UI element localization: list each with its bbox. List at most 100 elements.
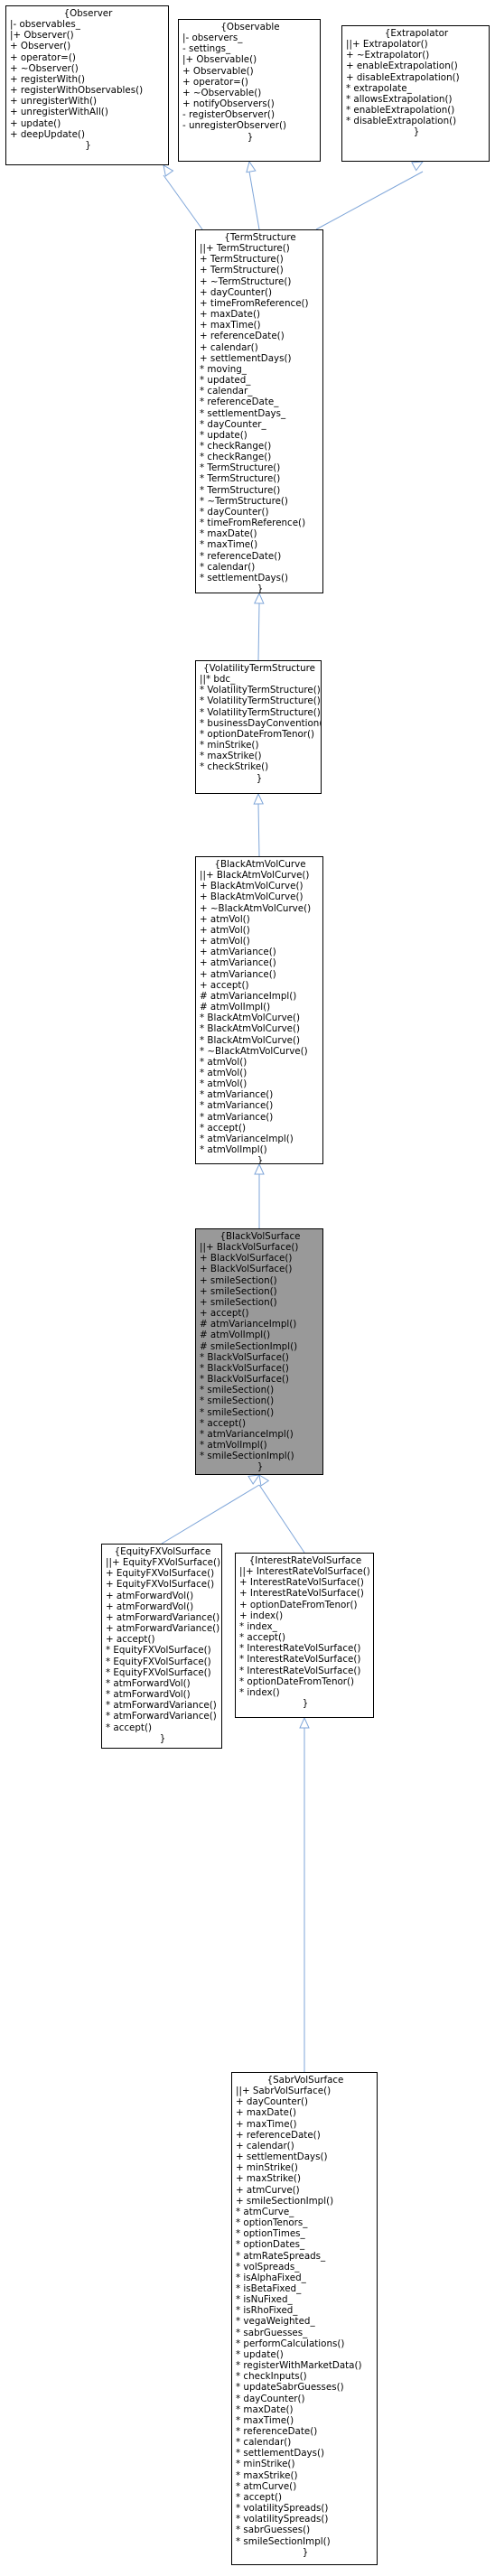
class-member: * BlackVolSurface() bbox=[200, 1374, 289, 1386]
class-member: + registerWith() bbox=[10, 73, 86, 85]
class-member: + atmVol() bbox=[200, 913, 250, 925]
class-member: + notifyObservers() bbox=[182, 98, 275, 110]
class-member: + ~Extrapolator() bbox=[346, 50, 430, 61]
class-member: + maxTime() bbox=[200, 320, 261, 331]
inheritance-arrowhead bbox=[254, 592, 265, 604]
class-node-observable[interactable]: {Observable|- observers_- settings_|+ Ob… bbox=[178, 19, 321, 162]
class-member: + update() bbox=[10, 117, 61, 129]
class-member: + index() bbox=[239, 1610, 284, 1621]
class-member: + enableExtrapolation() bbox=[346, 61, 458, 72]
inheritance-edge bbox=[315, 171, 424, 230]
class-member: + atmVol() bbox=[200, 936, 250, 947]
class-node-volatilitytermstructure[interactable]: {VolatilityTermStructure||* bdc_* Volati… bbox=[195, 660, 322, 794]
class-member: * maxDate() bbox=[200, 528, 257, 540]
class-member: * calendar_ bbox=[200, 386, 253, 397]
class-member: * settlementDays_ bbox=[200, 407, 286, 419]
class-member: * checkRange() bbox=[200, 440, 272, 452]
class-member: + atmForwardVariance() bbox=[106, 1623, 220, 1635]
class-member: * atmVol() bbox=[200, 1067, 248, 1078]
class-node-observer[interactable]: {Observer|- observables_|+ Observer()+ O… bbox=[5, 5, 169, 165]
class-node-sabrvolsurface[interactable]: {SabrVolSurface||+ SabrVolSurface()+ day… bbox=[231, 2072, 378, 2565]
class-node-interestratevolsurface[interactable]: {InterestRateVolSurface||+ InterestRateV… bbox=[235, 1553, 374, 1718]
class-member: * TermStructure() bbox=[200, 473, 281, 485]
class-closing-brace: } bbox=[302, 1698, 309, 1710]
class-member: + operator=() bbox=[10, 51, 76, 63]
inheritance-arrowhead bbox=[246, 160, 257, 173]
class-member: + deepUpdate() bbox=[10, 128, 85, 140]
class-member: - settings_ bbox=[182, 43, 231, 55]
class-member: * BlackAtmVolCurve() bbox=[200, 1013, 301, 1024]
class-member: ||+ BlackVolSurface() bbox=[200, 1242, 299, 1254]
class-member: * referenceDate() bbox=[236, 2426, 318, 2437]
class-member: * registerWithMarketData() bbox=[236, 2360, 362, 2372]
class-title: {TermStructure bbox=[224, 232, 296, 243]
class-member: * optionDates_ bbox=[236, 2239, 305, 2251]
class-member: + InterestRateVolSurface() bbox=[239, 1588, 364, 1600]
class-member: + registerWithObservables() bbox=[10, 85, 144, 97]
class-member: + dayCounter() bbox=[236, 2096, 309, 2108]
class-member: * optionTimes_ bbox=[236, 2228, 305, 2240]
class-member: * InterestRateVolSurface() bbox=[239, 1654, 361, 1666]
class-node-extrapolator[interactable]: {Extrapolator||+ Extrapolator()+ ~Extrap… bbox=[341, 25, 490, 162]
class-member: * extrapolate_ bbox=[346, 82, 412, 94]
class-member: + settlementDays() bbox=[236, 2151, 328, 2163]
class-member: # atmVolImpl() bbox=[200, 1002, 271, 1013]
inheritance-arrowhead bbox=[248, 1474, 261, 1485]
class-member: + atmVariance() bbox=[200, 947, 276, 958]
class-member: |- observables_ bbox=[10, 19, 80, 31]
inheritance-arrowhead bbox=[254, 1162, 265, 1175]
class-member: * referenceDate() bbox=[200, 550, 282, 562]
class-member: + Observable() bbox=[182, 65, 254, 77]
class-member: * update() bbox=[236, 2348, 284, 2360]
inheritance-arrowhead bbox=[163, 164, 174, 177]
class-member: + referenceDate() bbox=[236, 2129, 321, 2141]
class-member: * atmForwardVol() bbox=[106, 1689, 191, 1701]
class-closing-brace: } bbox=[257, 1461, 264, 1473]
class-member: * volatilitySpreads() bbox=[236, 2514, 329, 2525]
class-member: * dayCounter_ bbox=[200, 418, 266, 430]
class-node-termstructure[interactable]: {TermStructure||+ TermStructure()+ TermS… bbox=[195, 229, 323, 593]
class-member: # smileSectionImpl() bbox=[200, 1340, 298, 1352]
class-member: * EquityFXVolSurface() bbox=[106, 1666, 211, 1678]
class-member: * EquityFXVolSurface() bbox=[106, 1656, 211, 1667]
inheritance-arrowhead bbox=[299, 1716, 310, 1729]
class-member: * BlackAtmVolCurve() bbox=[200, 1023, 301, 1035]
class-member: * minStrike() bbox=[236, 2459, 295, 2470]
class-node-blackvolsurface[interactable]: {BlackVolSurface||+ BlackVolSurface()+ B… bbox=[195, 1228, 323, 1475]
class-title: {Observable bbox=[220, 22, 280, 33]
class-node-equityfxvolsurface[interactable]: {EquityFXVolSurface||+ EquityFXVolSurfac… bbox=[101, 1544, 222, 1749]
class-member: + ~Observable() bbox=[182, 87, 262, 98]
class-closing-brace: } bbox=[247, 131, 254, 143]
class-member: * atmCurve() bbox=[236, 2480, 297, 2492]
class-node-blackatmvolcurve[interactable]: {BlackAtmVolCurve||+ BlackAtmVolCurve()+… bbox=[195, 856, 323, 1164]
class-member: * index() bbox=[239, 1686, 280, 1698]
class-member: * checkRange() bbox=[200, 452, 272, 463]
class-member: + BlackAtmVolCurve() bbox=[200, 881, 304, 892]
class-member: + maxDate() bbox=[236, 2107, 296, 2119]
class-member: + disableExtrapolation() bbox=[346, 71, 460, 83]
class-member: * disableExtrapolation() bbox=[346, 116, 457, 127]
class-member: * atmVolImpl() bbox=[200, 1144, 267, 1156]
class-member: * VolatilityTermStructure() bbox=[200, 706, 321, 718]
class-title: {VolatilityTermStructure bbox=[203, 663, 315, 674]
class-member: - unregisterObserver() bbox=[182, 120, 287, 132]
class-member: * optionDateFromTenor() bbox=[200, 728, 315, 740]
class-member: + smileSection() bbox=[200, 1285, 277, 1297]
class-member: + ~TermStructure() bbox=[200, 275, 292, 287]
class-member: + maxTime() bbox=[236, 2118, 297, 2130]
class-member: * updateSabrGuesses() bbox=[236, 2382, 344, 2394]
class-member: + unregisterWith() bbox=[10, 96, 98, 107]
class-member: * volSpreads_ bbox=[236, 2261, 300, 2273]
class-member: * minStrike() bbox=[200, 740, 259, 751]
class-member: * smileSection() bbox=[200, 1406, 275, 1418]
inheritance-arrowhead bbox=[258, 1473, 270, 1487]
class-member: * dayCounter() bbox=[236, 2393, 305, 2404]
class-member: * settlementDays() bbox=[200, 572, 289, 583]
class-member: + atmVol() bbox=[200, 924, 250, 936]
class-title: {Extrapolator bbox=[384, 28, 449, 39]
class-member: * accept() bbox=[236, 2491, 282, 2503]
class-member: + accept() bbox=[200, 979, 249, 991]
class-title: {InterestRateVolSurface bbox=[248, 1555, 362, 1566]
class-member: * atmVarianceImpl() bbox=[200, 1133, 294, 1144]
class-member: * allowsExtrapolation() bbox=[346, 93, 453, 105]
